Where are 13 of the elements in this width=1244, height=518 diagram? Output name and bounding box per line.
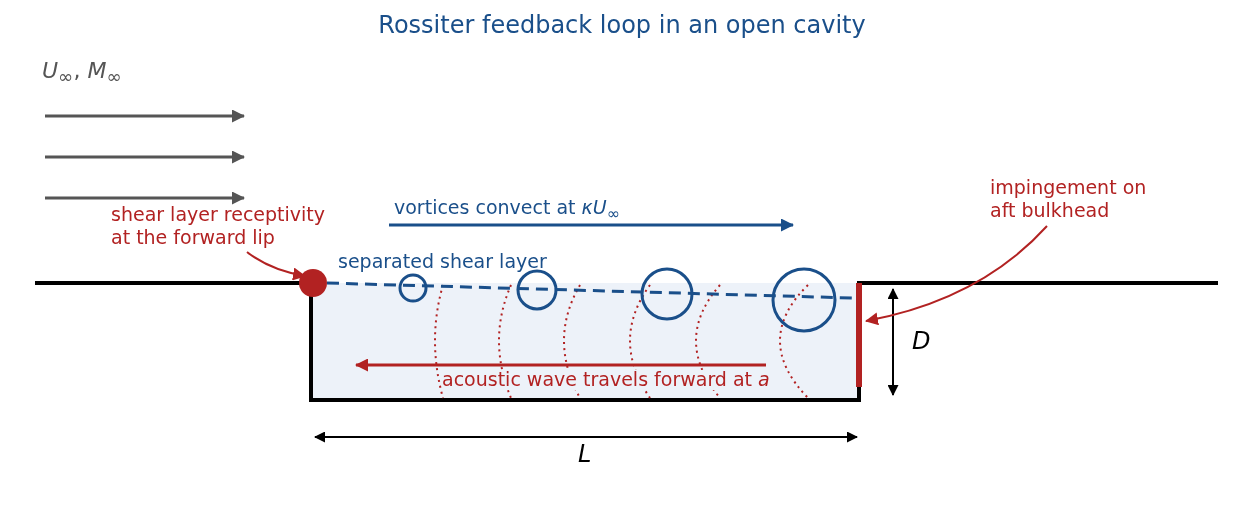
length-label: L bbox=[578, 440, 592, 469]
convection-label: vortices convect at κU$_{∞}$ bbox=[394, 196, 620, 223]
leader-arrow bbox=[865, 225, 1048, 325]
lip-dot bbox=[299, 269, 327, 297]
shear-layer-label: separated shear layer bbox=[338, 250, 547, 273]
depth-label: D bbox=[912, 327, 931, 356]
bulkhead-bar bbox=[856, 283, 862, 387]
diagram-title: Rossiter feedback loop in an open cavity bbox=[377, 11, 867, 40]
callout-text: impingement on aft bulkhead bbox=[990, 176, 1165, 222]
callout-text: shear layer receptivity at the forward lip bbox=[111, 203, 341, 249]
flow-label: U$_{∞}$, M$_{∞}$ bbox=[42, 58, 122, 89]
acoustic-wave-label: acoustic wave travels forward at a bbox=[442, 370, 770, 390]
shear-layer-line bbox=[326, 281, 853, 300]
